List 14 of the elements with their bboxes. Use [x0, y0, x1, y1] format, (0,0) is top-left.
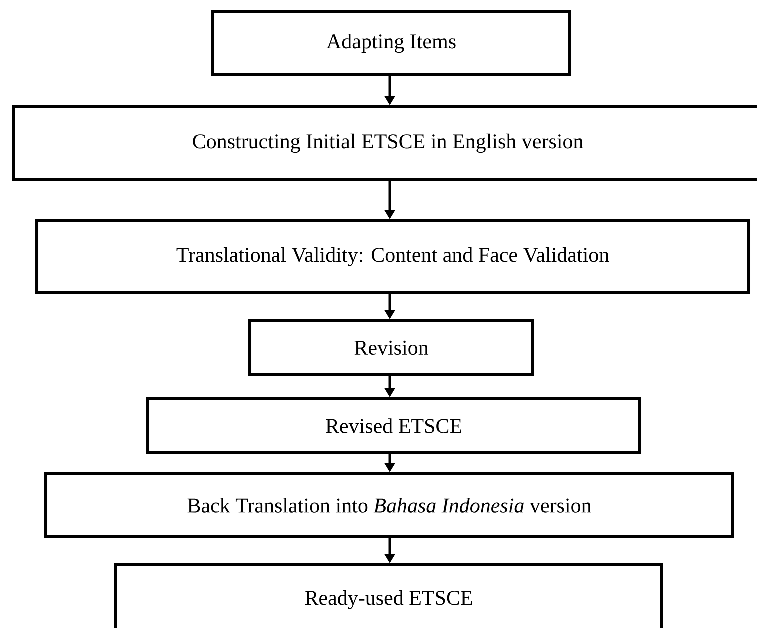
- box-label: Ready-used ETSCE: [305, 590, 472, 610]
- box-label: Constructing Initial ETSCE in English version: [193, 134, 584, 154]
- box-label: Back Translation into Bahasa Indonesia version: [188, 498, 592, 513]
- process-box: [44, 472, 734, 538]
- process-box: [36, 219, 750, 294]
- process-box: [146, 397, 642, 454]
- box-label: Adapting Items: [326, 34, 456, 54]
- box-label: Translational Validity: Content and Face Validation: [176, 247, 610, 267]
- box-label: Revision: [354, 340, 429, 356]
- process-box: [12, 106, 757, 182]
- box-label: Revised ETSCE: [326, 418, 462, 434]
- process-box: [114, 563, 664, 628]
- process-box: [212, 10, 572, 76]
- process-box: [248, 319, 534, 376]
